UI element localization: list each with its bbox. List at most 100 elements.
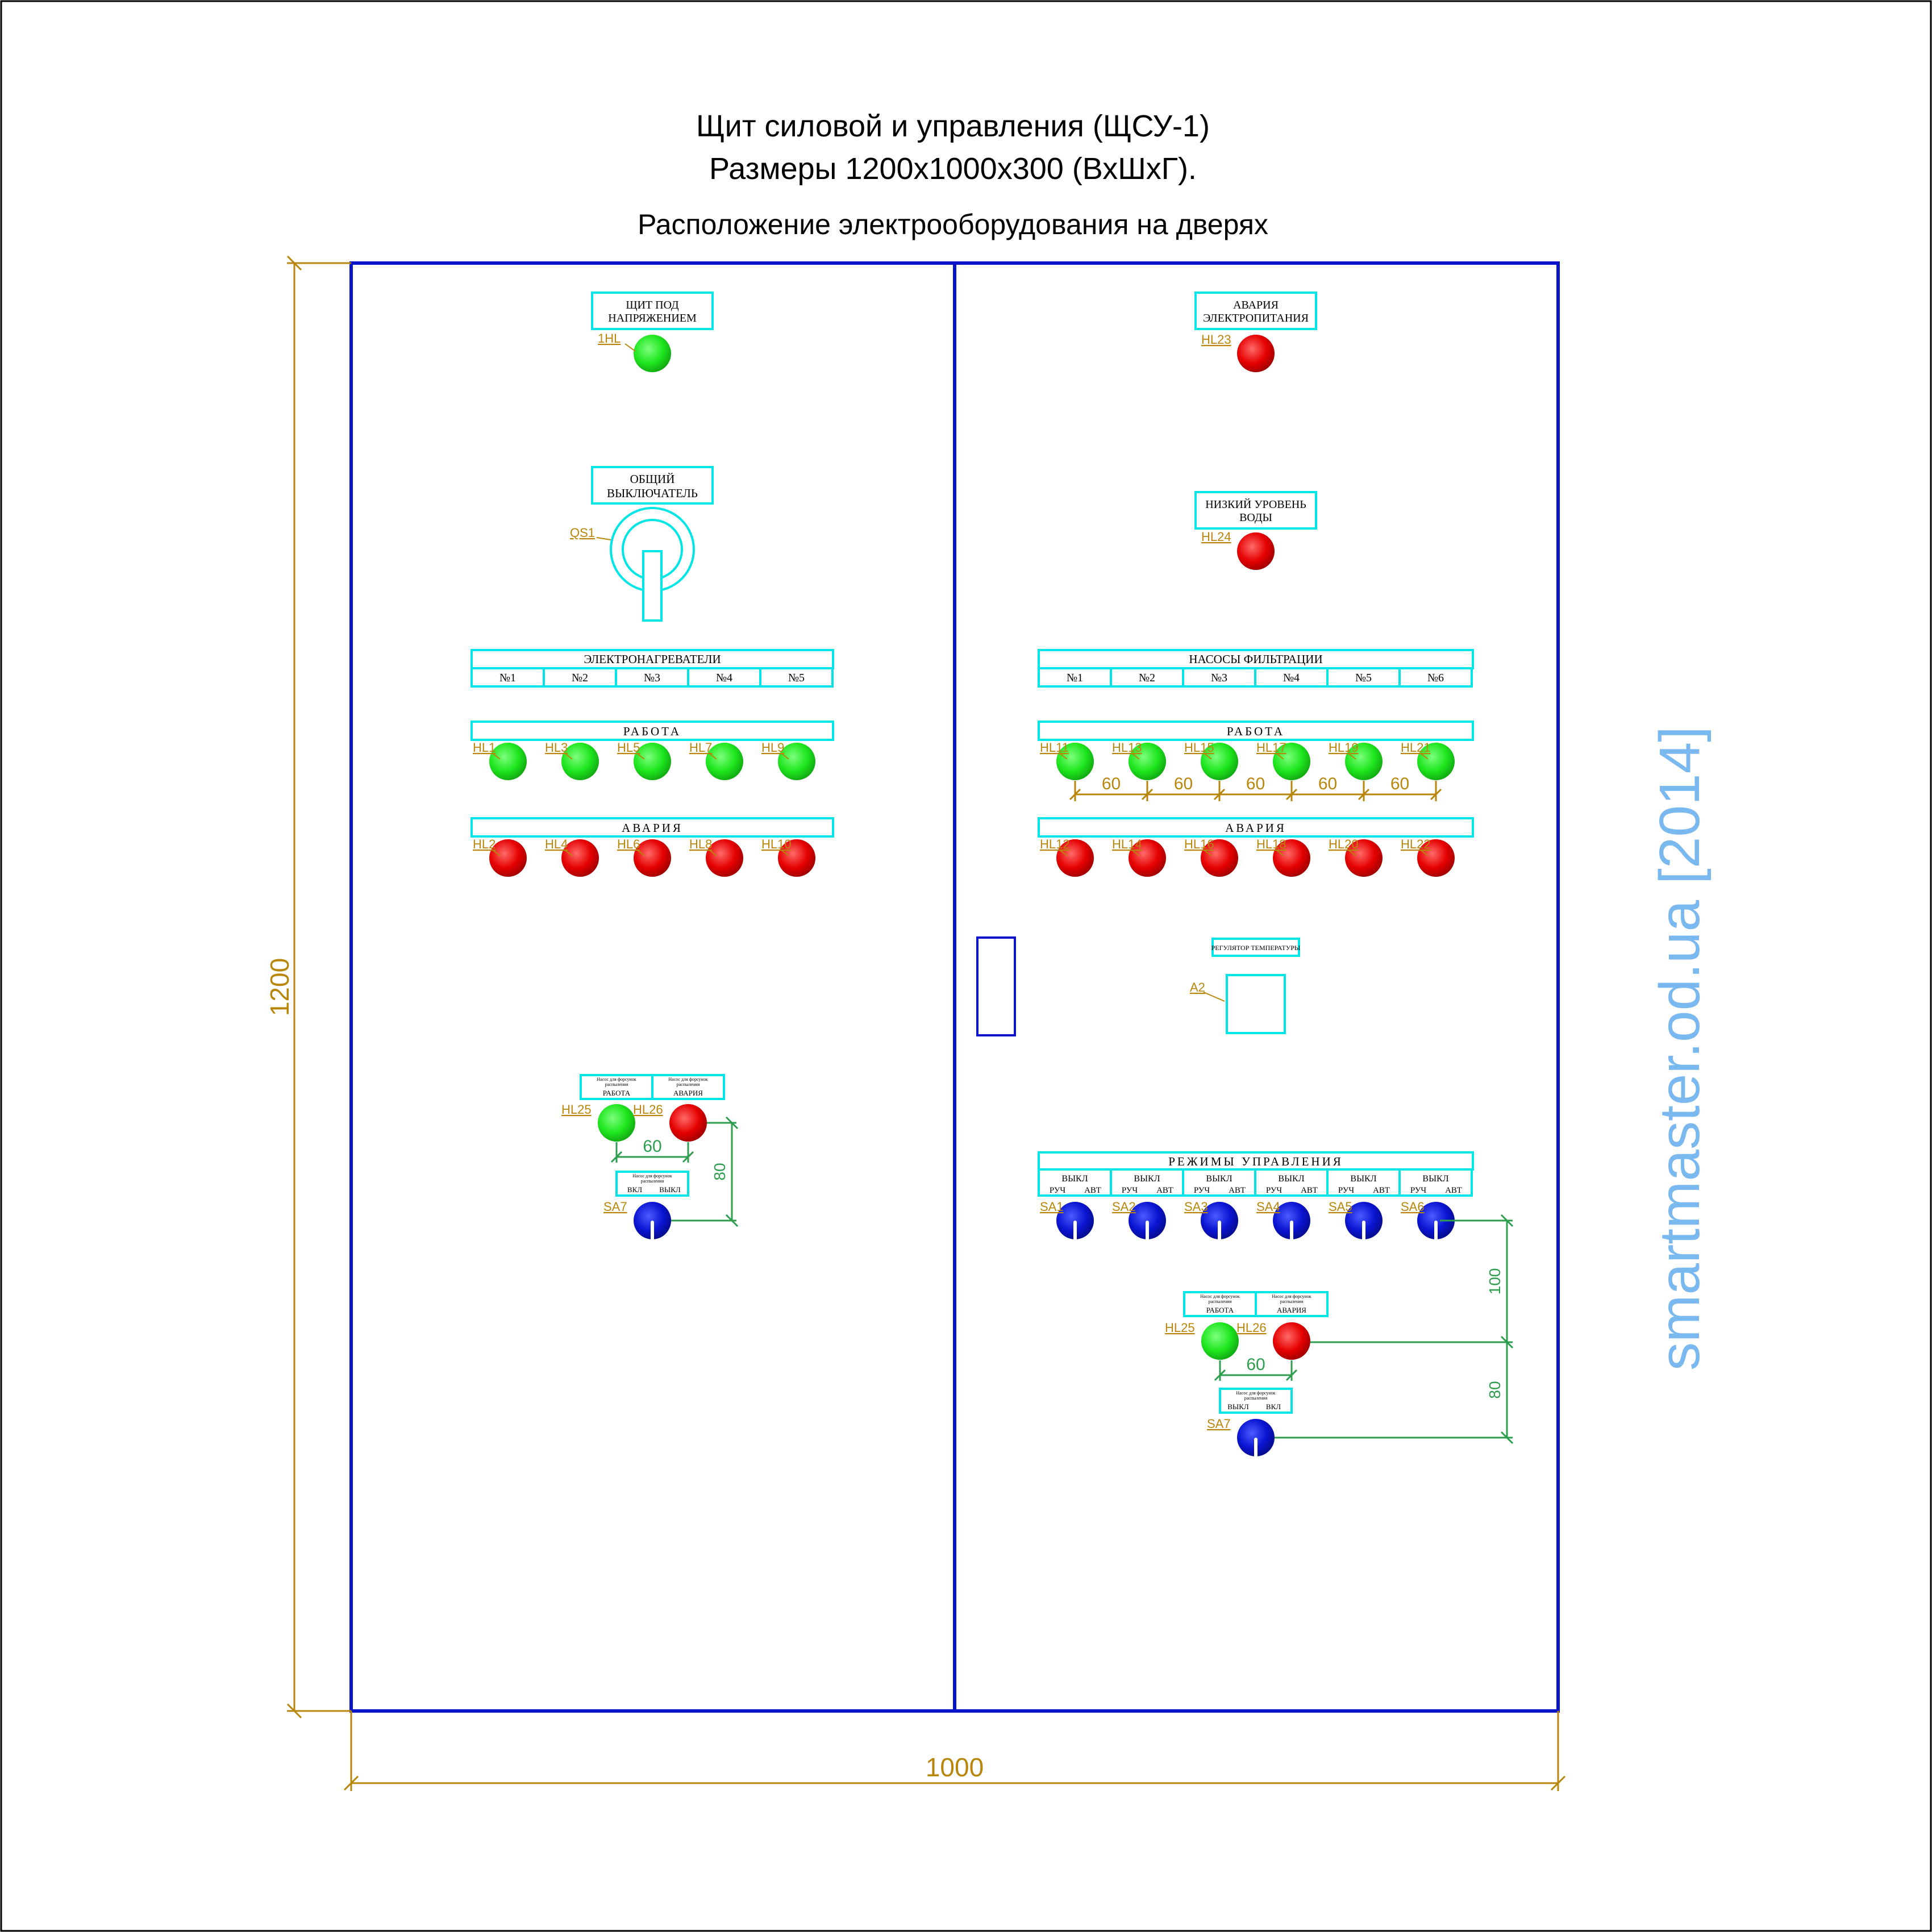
- heater-alarm-lamp-leader: [492, 849, 501, 856]
- control-mode-column: [1110, 1168, 1184, 1197]
- heater-alarm-lamp: [634, 839, 671, 877]
- heater-work-lamp: [706, 743, 743, 780]
- left-nozzle-alarm-line2: распыления: [677, 1082, 700, 1087]
- left-nozzle-pump-switch-sa7[interactable]: [634, 1202, 671, 1244]
- main-switch-plate-line2: ВЫКЛЮЧАТЕЛЬ: [607, 486, 698, 500]
- heater-alarm-lamp-ref: HL8: [689, 837, 712, 851]
- right-nozzle-alarm-lamp: [1273, 1322, 1310, 1360]
- power-fail-plate-line1: АВАРИЯ: [1233, 299, 1279, 311]
- heater-alarm-lamp: [778, 839, 815, 877]
- heater-work-lamp-ref: HL7: [689, 740, 712, 755]
- left-nozzle-switch-ref: SA7: [603, 1200, 627, 1214]
- filter-pump-work-lamp: [1273, 743, 1310, 780]
- filter-pump-work-lamp-leader: [1203, 752, 1212, 760]
- filter-pump-column-label: №6: [1427, 672, 1444, 684]
- right-nozzle-work-line1: Насос для форсунок: [1200, 1294, 1239, 1299]
- filter-pump-alarm-lamp-leader: [1203, 849, 1212, 856]
- filter-pump-work-lamp-ref: HL11: [1040, 740, 1069, 755]
- heater-alarm-lamp-leader: [636, 849, 645, 856]
- filter-pump-work-lamp-ref: HL13: [1112, 740, 1142, 755]
- filter-pumps-header: НАСОСЫ ФИЛЬТРАЦИИ: [1189, 652, 1322, 666]
- filter-pump-column-label: №1: [1067, 672, 1083, 684]
- low-water-lamp-ref: HL24: [1201, 530, 1231, 544]
- heater-alarm-lamp: [706, 839, 743, 877]
- temp-regulator-ref: A2: [1190, 980, 1205, 994]
- heater-column-label: №4: [716, 672, 732, 684]
- control-mode-auto-label: АВТ: [1156, 1186, 1173, 1195]
- temp-regulator-a2[interactable]: [1226, 974, 1286, 1034]
- control-mode-column: [1254, 1168, 1329, 1197]
- right-nozzle-pump-switch-sa7[interactable]: [1237, 1419, 1275, 1462]
- right-nozzle-work-plate: [1183, 1291, 1257, 1317]
- control-mode-off-label: ВЫКЛ: [1278, 1174, 1304, 1184]
- height-dimension: [286, 255, 351, 1719]
- control-mode-switch-pointer: [1218, 1221, 1221, 1244]
- heaters-alarm-plate: [470, 817, 834, 838]
- filter-pump-column-cell: [1326, 667, 1401, 688]
- control-mode-switch[interactable]: [1201, 1202, 1238, 1244]
- control-mode-switch-ref: SA4: [1256, 1200, 1280, 1214]
- control-mode-manual-label: РУЧ: [1194, 1186, 1210, 1195]
- filter-pumps-work-plate: [1038, 721, 1474, 741]
- filter-pump-column-label: №5: [1355, 672, 1372, 684]
- heater-work-lamp-leader: [780, 752, 789, 760]
- main-switch-leader: [596, 537, 611, 540]
- right-nozzle-switch-right: ВКЛ: [1266, 1402, 1281, 1411]
- right-nozzle-switch-ref: SA7: [1207, 1417, 1231, 1431]
- control-mode-switch[interactable]: [1345, 1202, 1383, 1244]
- control-mode-switch[interactable]: [1129, 1202, 1166, 1244]
- right-nozzle-lamp-spacing-label: 60: [1246, 1355, 1265, 1374]
- low-water-plate-line2: ВОДЫ: [1239, 511, 1272, 524]
- power-on-lamp-leader: [624, 343, 636, 352]
- control-mode-switch[interactable]: [1056, 1202, 1094, 1244]
- left-nozzle-work-lamp-ref: HL25: [561, 1102, 592, 1117]
- filter-pump-spacing-label: 60: [1246, 775, 1265, 793]
- filter-pump-alarm-lamp: [1417, 839, 1455, 877]
- filter-pump-alarm-lamp: [1201, 839, 1238, 877]
- control-mode-switch-ref: SA6: [1401, 1200, 1425, 1214]
- control-mode-switch-ref: SA3: [1184, 1200, 1208, 1214]
- heater-work-lamp-ref: HL5: [617, 740, 640, 755]
- left-nozzle-vertical-label: 80: [711, 1163, 728, 1180]
- filter-pump-alarm-lamp: [1273, 839, 1310, 877]
- heater-work-lamp-ref: HL9: [761, 740, 784, 755]
- left-nozzle-alarm-lamp-ref: HL26: [633, 1102, 663, 1117]
- control-mode-off-label: ВЫКЛ: [1061, 1174, 1088, 1184]
- heater-column-cell: [759, 667, 834, 688]
- control-mode-switch-pointer: [1290, 1221, 1293, 1244]
- watermark: smartmaster.od.ua [2014]: [1648, 726, 1712, 1371]
- heater-work-lamp: [561, 743, 599, 780]
- right-nozzle-alarm-line1: Насос для форсунок: [1272, 1294, 1311, 1299]
- filter-pump-spacing-label: 60: [1102, 775, 1121, 793]
- control-mode-switch[interactable]: [1273, 1202, 1310, 1244]
- width-dimension: [343, 1711, 1566, 1791]
- height-dimension-label: 1200: [265, 958, 294, 1016]
- left-nozzle-work-line1: Насос для форсунок: [597, 1077, 636, 1082]
- control-mode-column: [1398, 1168, 1473, 1197]
- power-on-plate-line2: НАПРЯЖЕНИЕМ: [608, 312, 697, 324]
- main-switch-ref: QS1: [570, 526, 595, 540]
- filter-pump-alarm-lamp-leader: [1419, 849, 1429, 856]
- temp-regulator-leader: [1203, 992, 1225, 1002]
- heater-column-label: №5: [788, 672, 805, 684]
- power-on-lamp: [634, 335, 671, 372]
- heater-alarm-lamp-ref: HL4: [545, 837, 568, 851]
- filter-pump-alarm-lamp: [1129, 839, 1166, 877]
- power-on-plate: [591, 292, 714, 330]
- low-water-plate: [1194, 491, 1317, 530]
- filter-pump-spacing-arrow: [1069, 788, 1081, 801]
- filter-pump-work-lamp-ref: HL21: [1401, 740, 1431, 755]
- filter-pump-column-label: №3: [1211, 672, 1227, 684]
- filter-pump-work-lamp-leader: [1347, 752, 1356, 760]
- control-mode-switch[interactable]: [1417, 1202, 1455, 1244]
- drawing-dimensions-title: Размеры 1200x1000x300 (ВхШхГ).: [709, 152, 1197, 186]
- control-mode-auto-label: АВТ: [1084, 1186, 1101, 1195]
- main-switch-qs1[interactable]: [610, 507, 695, 622]
- left-nozzle-switch-plate: [615, 1171, 689, 1197]
- control-mode-manual-label: РУЧ: [1410, 1186, 1427, 1195]
- control-mode-auto-label: АВТ: [1373, 1186, 1390, 1195]
- filter-pump-work-lamp: [1345, 743, 1383, 780]
- heater-work-lamp-ref: HL1: [473, 740, 496, 755]
- width-dimension-label: 1000: [926, 1752, 984, 1782]
